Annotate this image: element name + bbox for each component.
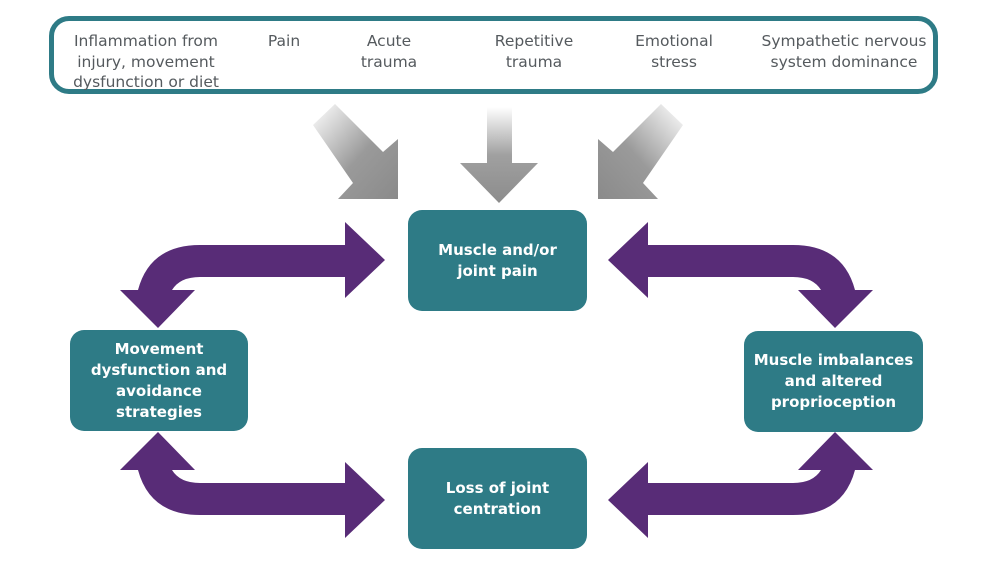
cause-inflammation: Inflammation from injury, movement dysfu…: [73, 32, 219, 91]
cycle-arrow-left-bottom: [120, 432, 385, 538]
node-muscle-joint-pain: Muscle and/or joint pain: [408, 210, 587, 311]
cause-pain: Pain: [267, 32, 301, 50]
cycle-arrow-bottom-right: [608, 432, 873, 538]
cause-acute-trauma: Acute trauma: [360, 32, 418, 71]
cause-emotional-stress: Emotional stress: [635, 32, 713, 71]
input-arrow-right-diagonal: [598, 104, 683, 199]
cycle-arrow-top-right: [608, 222, 873, 328]
node-movement-dysfunction: Movement dysfunction and avoidance strat…: [70, 330, 248, 431]
cause-repetitive-trauma: Repetitive trauma: [494, 32, 574, 71]
contributing-factors-box: Inflammation from injury, movement dysfu…: [49, 16, 938, 94]
input-arrow-down: [460, 107, 538, 203]
input-arrow-left-diagonal: [313, 104, 398, 199]
cause-sympathetic-dominance: Sympathetic nervous system dominance: [761, 32, 927, 71]
cycle-arrow-left-top: [120, 222, 385, 328]
node-loss-of-joint-centration: Loss of joint centration: [408, 448, 587, 549]
node-muscle-imbalances: Muscle imbalances and altered propriocep…: [744, 331, 923, 432]
